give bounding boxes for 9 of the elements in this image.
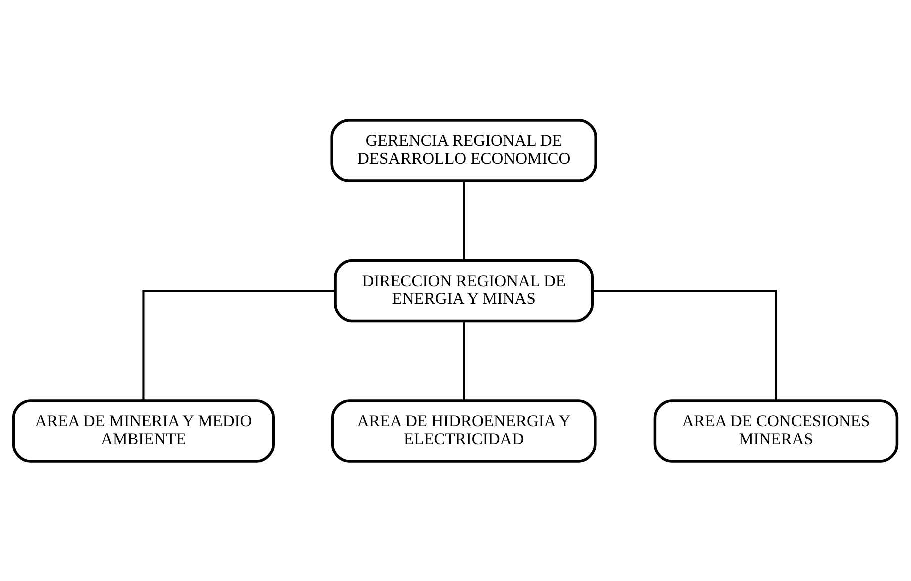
node-box: DIRECCION REGIONAL DE ENERGIA Y MINAS bbox=[334, 258, 594, 322]
connector bbox=[463, 320, 466, 400]
node-box: AREA DE CONCESIONES MINERAS bbox=[654, 399, 899, 462]
connector bbox=[142, 289, 336, 400]
node-box: GERENCIA REGIONAL DE DESARROLLO ECONOMICO bbox=[330, 118, 598, 182]
connector bbox=[463, 180, 466, 260]
connector bbox=[592, 289, 778, 400]
node-box: AREA DE HIDROENERGIA Y ELECTRICIDAD bbox=[331, 399, 597, 462]
node-box: AREA DE MINERIA Y MEDIO AMBIENTE bbox=[12, 399, 276, 462]
